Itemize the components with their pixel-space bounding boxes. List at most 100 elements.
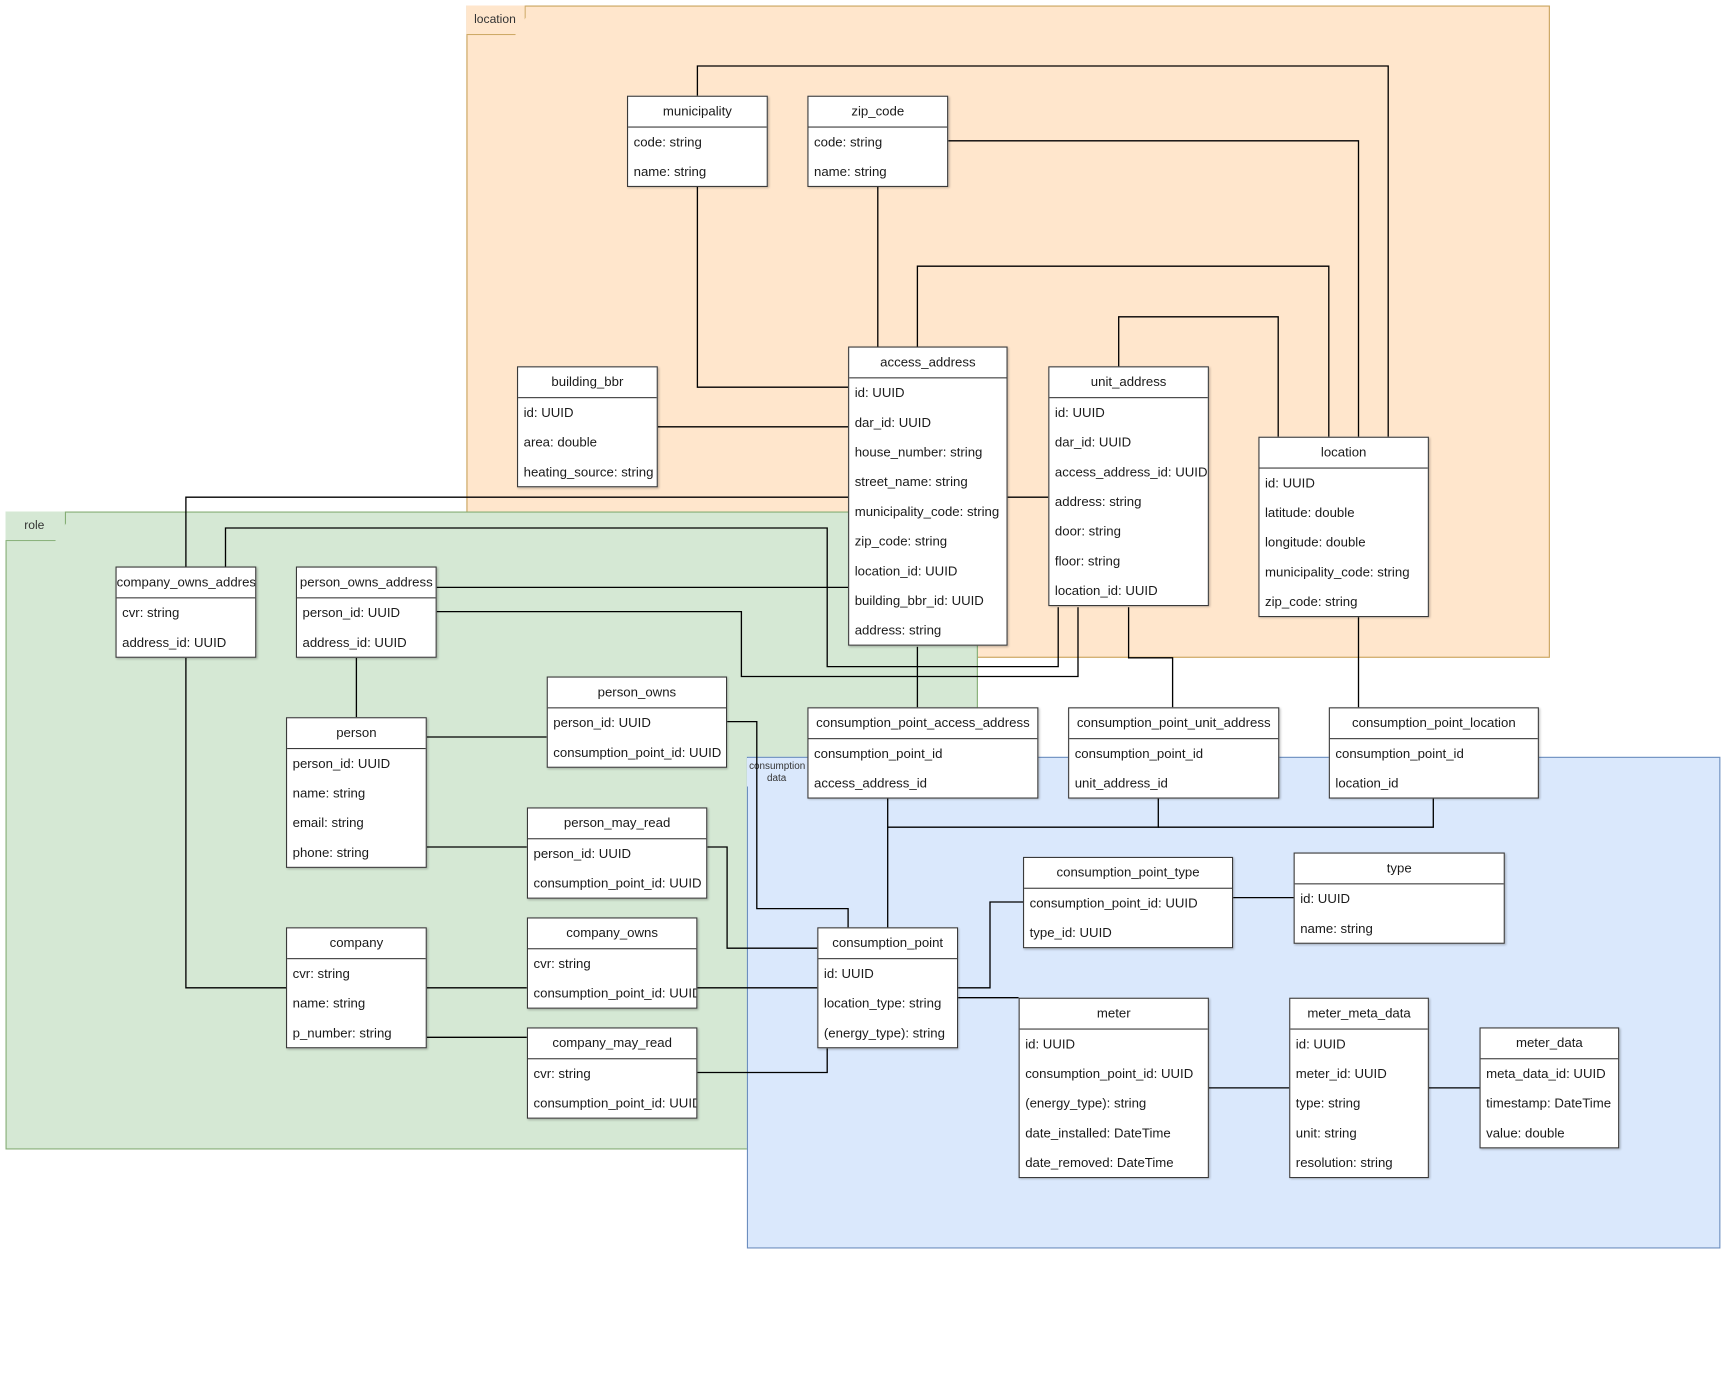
entity-title: location <box>1259 438 1428 469</box>
entity-title: company_may_read <box>528 1029 697 1060</box>
entity-field: unit: string <box>1295 1125 1357 1141</box>
entity-field: resolution: string <box>1295 1155 1393 1171</box>
entity-field: floor: string <box>1054 553 1121 569</box>
entity-title: consumption_point <box>818 928 957 960</box>
entity-field: id: UUID <box>854 385 905 401</box>
entity-field: meter_id: UUID <box>1295 1065 1387 1082</box>
entity-municipality[interactable]: municipality code: string name: string <box>627 95 768 187</box>
entity-field: id: UUID <box>1295 1036 1346 1052</box>
connector-person-owns-address-unit <box>436 607 1079 678</box>
entity-field: date_removed: DateTime <box>1025 1155 1174 1171</box>
entity-field: cvr: string <box>533 1065 591 1082</box>
entity-field: dar_id: UUID <box>1054 434 1132 450</box>
entity-field: access_address_id <box>814 775 928 791</box>
entity-field: type: string <box>1295 1095 1361 1111</box>
connector-cp-unit-address-link <box>1127 607 1174 708</box>
entity-title: company_owns_address <box>116 568 256 599</box>
entity-title: meter_data <box>1480 1029 1619 1060</box>
connector-company-owns-address <box>185 496 849 568</box>
entity-field: id: UUID <box>1054 404 1105 421</box>
entity-title: consumption_point_access_address <box>808 708 1038 740</box>
connector-company-owns-address-company <box>185 657 287 989</box>
entity-field: name: string <box>1300 920 1373 937</box>
entity-field: id: UUID <box>1300 891 1351 907</box>
entity-field: municipality_code: string <box>1265 564 1410 580</box>
entity-title: zip_code <box>808 97 948 128</box>
entity-type[interactable]: type id: UUID name: string <box>1293 852 1505 944</box>
entity-field: zip_code: string <box>854 533 948 549</box>
entity-field: dar_id: UUID <box>854 414 931 431</box>
entity-field: name: string <box>633 163 707 180</box>
entity-field: consumption_point_id: UUID <box>533 1095 697 1111</box>
entity-field: location_id: UUID <box>1054 583 1158 599</box>
entity-field: unit_address_id <box>1074 775 1168 791</box>
location-frame-label: location <box>466 5 526 36</box>
entity-field: id: UUID <box>1265 475 1315 491</box>
connector-zip-code-location <box>948 140 1360 438</box>
entity-title: meter_meta_data <box>1290 999 1428 1030</box>
entity-field: id: UUID <box>1025 1036 1076 1052</box>
entity-field: phone: string <box>292 844 369 861</box>
connector-person-owns-consumption-point <box>727 720 849 929</box>
entity-field: location_id <box>1335 775 1399 791</box>
entity-field: person_id: UUID <box>533 845 632 862</box>
entity-field: name: string <box>292 995 366 1011</box>
entity-zip-code[interactable]: zip_code code: string name: string <box>807 95 949 187</box>
entity-title: building_bbr <box>518 367 657 399</box>
entity-field: person_id: UUID <box>553 715 651 731</box>
entity-title: person_may_read <box>528 809 707 840</box>
entity-consumption-point-location[interactable]: consumption_point_location consumption_po… <box>1328 707 1539 799</box>
entity-title: consumption_point_location <box>1329 708 1538 740</box>
entity-field: code: string <box>633 134 702 150</box>
entity-title: municipality <box>628 97 767 128</box>
entity-company-may-read[interactable]: company_may_read cvr: string consumption_p… <box>526 1027 698 1119</box>
entity-field: location_type: string <box>823 995 942 1011</box>
entity-field: code: string <box>814 134 883 150</box>
connector-cp-unit-address-consumption-point <box>887 797 1159 828</box>
entity-field: timestamp: DateTime <box>1486 1095 1612 1111</box>
entity-field: cvr: string <box>533 955 591 972</box>
entity-field: date_installed: DateTime <box>1025 1125 1171 1141</box>
connector-company-owns-address-unit <box>224 527 1059 668</box>
entity-field: (energy_type): string <box>1025 1095 1147 1111</box>
entity-field: consumption_point_id: UUID <box>1025 1065 1194 1082</box>
connector-cp-location-consumption-point <box>1158 797 1434 828</box>
connector-company-may-read-consumption-point <box>697 1048 828 1074</box>
entity-field: address: string <box>1054 493 1142 510</box>
entity-meter-meta-data[interactable]: meter_meta_data id: UUID meter_id: UUID typ… <box>1289 997 1429 1179</box>
entity-field: address: string <box>854 622 942 638</box>
entity-field: p_number: string <box>292 1025 392 1041</box>
entity-field: id: UUID <box>523 404 574 421</box>
entity-title: type <box>1294 854 1504 885</box>
entity-field: consumption_point_id <box>1335 745 1464 762</box>
entity-field: email: string <box>292 815 364 831</box>
entity-title: unit_address <box>1049 367 1208 399</box>
entity-field: cvr: string <box>292 965 350 982</box>
entity-field: longitude: double <box>1265 534 1366 550</box>
entity-title: person_owns_address <box>297 568 436 599</box>
connector-access-address-location <box>916 265 1330 438</box>
entity-field: area: double <box>523 434 598 450</box>
entity-field: name: string <box>814 163 887 180</box>
entity-field: address_id: UUID <box>302 634 407 651</box>
entity-title: person <box>287 718 426 750</box>
entity-field: address_id: UUID <box>122 634 227 651</box>
